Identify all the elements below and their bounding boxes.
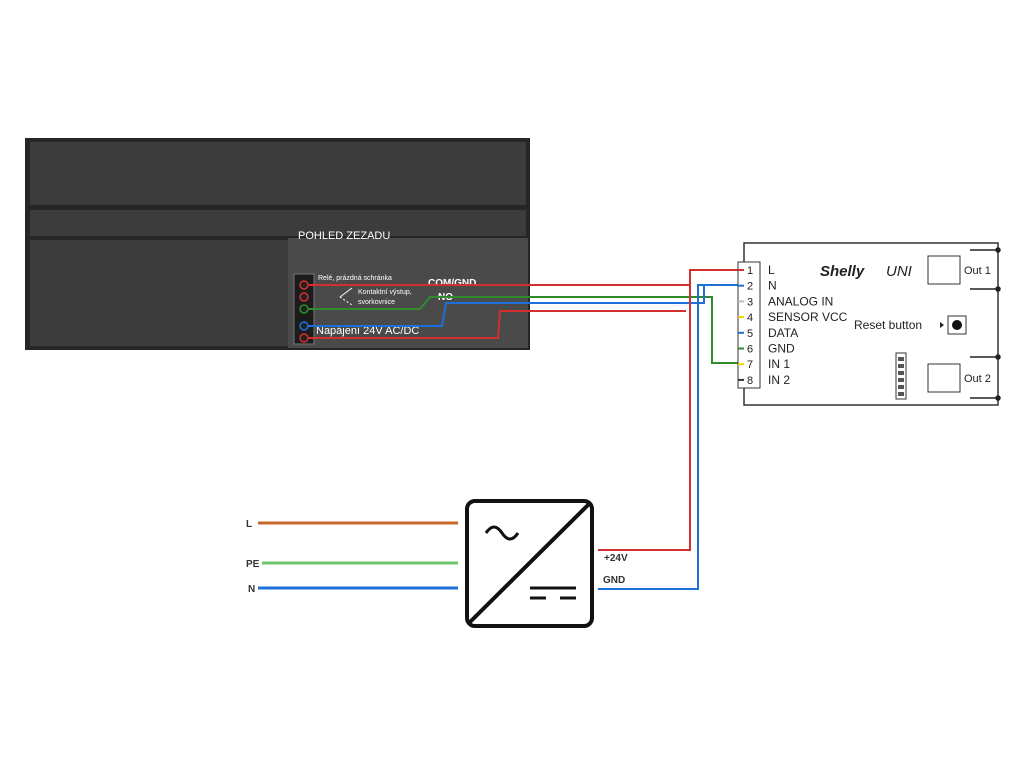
wire-psu-plus xyxy=(598,285,691,551)
shelly-brand: Shelly xyxy=(820,263,865,280)
connector-strip xyxy=(895,352,907,400)
wires xyxy=(308,269,738,590)
reset-button-dot-icon xyxy=(952,320,962,330)
out-leads xyxy=(970,247,1001,401)
relay-contact-symbol xyxy=(339,287,353,306)
shelly-pin-row: 7 IN 1 xyxy=(738,357,790,371)
out2-label: Out 2 xyxy=(964,373,991,385)
screw-1 xyxy=(299,280,309,290)
wire-red-supply xyxy=(308,310,686,339)
out1-box xyxy=(927,255,961,285)
shelly-pin-row: 4 SENSOR VCC xyxy=(738,310,848,324)
mains-n-label: N xyxy=(248,584,255,595)
out2-box xyxy=(927,363,961,393)
pin-name: IN 2 xyxy=(768,373,790,387)
reset-arrow-icon xyxy=(940,322,944,328)
pin-number: 7 xyxy=(747,359,753,371)
reset-label: Reset button xyxy=(854,318,922,332)
out1-label: Out 1 xyxy=(964,265,991,277)
contact-label-line1: Kontaktní výstup, xyxy=(358,289,412,296)
ac-symbol-icon xyxy=(484,525,520,541)
mains-l-label: L xyxy=(246,519,252,530)
pin-number: 8 xyxy=(747,375,753,387)
pin-name: ANALOG IN xyxy=(768,294,833,308)
psu-diagonal xyxy=(468,502,591,624)
shelly-pin-row: 5 DATA xyxy=(738,326,798,340)
shelly-pin-row: 8 IN 2 xyxy=(738,373,790,387)
pin-name: GND xyxy=(768,342,795,356)
shelly-pin-header xyxy=(737,261,761,389)
pin-name: DATA xyxy=(768,326,798,340)
pin-number: 2 xyxy=(747,281,753,293)
shelly-model: UNI xyxy=(886,263,912,280)
housing-upper-rail xyxy=(30,210,526,236)
screw-3 xyxy=(299,304,309,314)
com-gnd-label: COM/GND xyxy=(428,278,476,289)
screw-4 xyxy=(299,321,309,331)
wire-psu-gnd xyxy=(598,284,738,590)
connector-pins xyxy=(898,357,904,396)
pin-number: 3 xyxy=(747,296,753,308)
dc-symbol-icon xyxy=(530,586,576,600)
pin-name: L xyxy=(768,263,775,277)
relay-label: Relé, prázdná schránka xyxy=(318,275,392,282)
pin-name: IN 1 xyxy=(768,357,790,371)
pin-number: 1 xyxy=(747,265,753,277)
power-label: Napájení 24V AC/DC xyxy=(316,325,419,337)
wire-no-to-in1 xyxy=(308,296,738,364)
screw-2 xyxy=(299,292,309,302)
psu-gnd-label: GND xyxy=(603,575,625,586)
contact-label-line2: svorkovnice xyxy=(358,299,395,306)
shelly-pin-row: 3 ANALOG IN xyxy=(738,294,833,308)
screw-5 xyxy=(299,333,309,343)
view-label: POHLED ZEZADU xyxy=(298,230,390,242)
power-supply: L PE N +24V GND xyxy=(246,499,628,628)
shelly-pin-row: 6 GND xyxy=(738,342,795,356)
terminal-screws xyxy=(299,280,309,343)
pin-name: SENSOR VCC xyxy=(768,310,848,324)
mains-pe-label: PE xyxy=(246,559,260,570)
pin-number: 4 xyxy=(747,312,753,324)
pin-number: 5 xyxy=(747,328,753,340)
psu-plus-label: +24V xyxy=(604,553,628,564)
pin-name: N xyxy=(768,279,777,293)
housing-top-panel xyxy=(30,142,526,205)
rear-view-area xyxy=(288,238,528,348)
wire-com-to-l xyxy=(308,269,738,286)
pin-number: 6 xyxy=(747,344,753,356)
device-housing: POHLED ZEZADU Relé, prázdná schránka Kon… xyxy=(25,138,530,350)
